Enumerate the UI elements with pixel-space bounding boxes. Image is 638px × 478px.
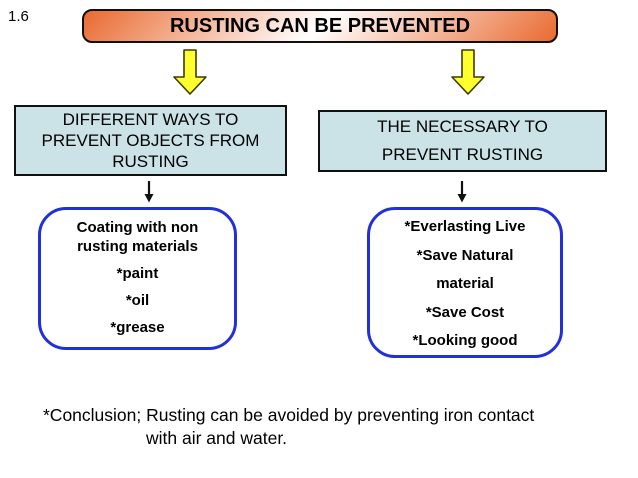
down-arrow-icon [451, 49, 485, 95]
down-arrow-icon [173, 49, 207, 95]
heading-line: DIFFERENT WAYS TO [62, 110, 239, 129]
heading-line: THE NECESSARY TO [377, 117, 548, 136]
card-line: *paint [116, 265, 159, 282]
card-line: Coating with non [76, 219, 199, 236]
conclusion-line-1: *Conclusion; Rusting can be avoided by p… [43, 405, 535, 425]
card-line: *Save Cost [425, 303, 505, 321]
slide-number: 1.6 [8, 8, 29, 25]
card-line: *Looking good [412, 332, 518, 349]
card-line: material [436, 275, 494, 292]
connector-arrow-icon [457, 181, 467, 203]
card-line: *Everlasting Live [404, 218, 526, 235]
card-line: *Save Natural [416, 246, 514, 264]
conclusion-line-2: with air and water. [146, 428, 288, 448]
right-card: *Everlasting Live *Save Natural material… [367, 207, 563, 358]
heading-line: RUSTING [112, 152, 189, 171]
right-heading-box: THE NECESSARY TO PREVENT RUSTING [318, 110, 607, 172]
card-line: *oil [125, 292, 150, 309]
card-line: *grease [110, 319, 165, 336]
left-heading-box: DIFFERENT WAYS TO PREVENT OBJECTS FROM R… [14, 105, 287, 176]
heading-line: PREVENT RUSTING [381, 145, 544, 164]
card-line: rusting materials [77, 238, 198, 255]
heading-line: PREVENT OBJECTS FROM [41, 131, 260, 150]
page-title: RUSTING CAN BE PREVENTED [169, 14, 471, 37]
left-card: Coating with non rusting materials *pain… [38, 207, 237, 350]
conclusion-text: *Conclusion; Rusting can be avoided by p… [43, 404, 534, 450]
title-box: RUSTING CAN BE PREVENTED [82, 9, 558, 43]
connector-arrow-icon [144, 181, 154, 203]
